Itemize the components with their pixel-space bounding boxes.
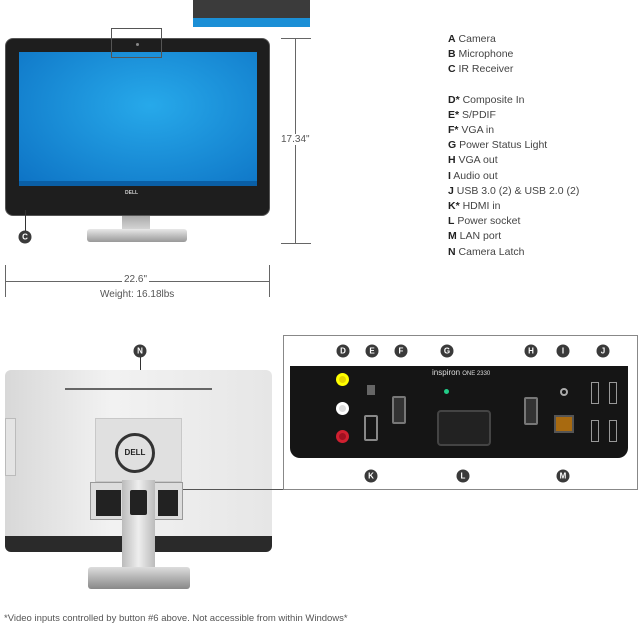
legend-item: K* HDMI in bbox=[448, 200, 501, 213]
component-legend: A Camera B Microphone C IR Receiver D* C… bbox=[448, 32, 579, 260]
panel-model: ONE 2330 bbox=[462, 371, 491, 377]
legend-item: D* Composite In bbox=[448, 93, 525, 106]
camera-latch-slot bbox=[65, 388, 212, 390]
panel-brand-name: inspiron bbox=[432, 368, 461, 377]
height-label: 17.34" bbox=[279, 134, 312, 145]
panel-brand: inspiron ONE 2330 bbox=[432, 368, 490, 377]
camera-inset bbox=[193, 0, 310, 27]
back-stand-base bbox=[88, 567, 190, 589]
callout-g: G bbox=[440, 344, 454, 358]
usb-port bbox=[591, 382, 599, 404]
legend-item: B Microphone bbox=[448, 48, 514, 61]
callout-n: N bbox=[133, 344, 147, 358]
legend-item: F* VGA in bbox=[448, 124, 495, 137]
legend-item: C IR Receiver bbox=[448, 63, 514, 76]
audio-out-port bbox=[560, 388, 568, 396]
legend-item: H VGA out bbox=[448, 154, 498, 167]
screen bbox=[19, 52, 257, 186]
lan-port bbox=[554, 415, 574, 433]
spdif-port bbox=[367, 385, 375, 395]
composite-yellow-port bbox=[336, 373, 349, 386]
stand-clip bbox=[130, 490, 147, 515]
width-tick-left bbox=[5, 265, 6, 297]
vga-in-port bbox=[392, 396, 406, 424]
power-socket bbox=[437, 410, 491, 446]
callout-l: L bbox=[456, 469, 470, 483]
legend-item: M LAN port bbox=[448, 230, 502, 243]
callout-e: E bbox=[365, 344, 379, 358]
stand-base bbox=[87, 229, 187, 242]
callout-d: D bbox=[336, 344, 350, 358]
width-tick-right bbox=[269, 265, 270, 297]
front-dell-logo: DELL bbox=[125, 190, 139, 196]
legend-item: A Camera bbox=[448, 33, 496, 45]
usb-port bbox=[609, 382, 617, 404]
legend-item: G Power Status Light bbox=[448, 139, 548, 152]
footnote: *Video inputs controlled by button #6 ab… bbox=[4, 613, 348, 624]
legend-item: J USB 3.0 (2) & USB 2.0 (2) bbox=[448, 184, 580, 197]
callout-m: M bbox=[556, 469, 570, 483]
stand-neck bbox=[122, 216, 150, 232]
height-tick-top bbox=[281, 38, 311, 39]
panel-frame bbox=[283, 335, 638, 490]
callout-j: J bbox=[596, 344, 610, 358]
camera-callout-box bbox=[111, 28, 162, 58]
latch-leader-line bbox=[140, 357, 141, 371]
height-tick-bottom bbox=[281, 243, 311, 244]
back-dell-logo: DELL bbox=[115, 433, 155, 473]
rear-port-block-left bbox=[96, 490, 121, 516]
legend-item: I Audio out bbox=[448, 169, 498, 182]
power-status-light bbox=[444, 389, 449, 394]
vga-out-port bbox=[524, 397, 538, 425]
taskbar bbox=[19, 181, 257, 186]
width-label: 22.6" bbox=[122, 274, 150, 285]
legend-item: N Camera Latch bbox=[448, 245, 525, 258]
weight-label: Weight: 16.18lbs bbox=[98, 289, 177, 300]
composite-red-port bbox=[336, 430, 349, 443]
legend-item: E* S/PDIF bbox=[448, 108, 496, 121]
usb-port bbox=[609, 420, 617, 442]
callout-f: F bbox=[394, 344, 408, 358]
hdmi-in-port bbox=[364, 415, 378, 441]
side-panel bbox=[5, 418, 16, 476]
ir-leader-line bbox=[25, 210, 26, 232]
panel-leader-line bbox=[183, 489, 283, 490]
usb-port bbox=[591, 420, 599, 442]
callout-k: K bbox=[364, 469, 378, 483]
callout-c: C bbox=[18, 230, 32, 244]
callout-h: H bbox=[524, 344, 538, 358]
legend-item: L Power socket bbox=[448, 215, 521, 228]
rear-port-block-right bbox=[158, 490, 178, 516]
callout-i: I bbox=[556, 344, 570, 358]
camera-lens bbox=[136, 43, 139, 46]
composite-white-port bbox=[336, 402, 349, 415]
